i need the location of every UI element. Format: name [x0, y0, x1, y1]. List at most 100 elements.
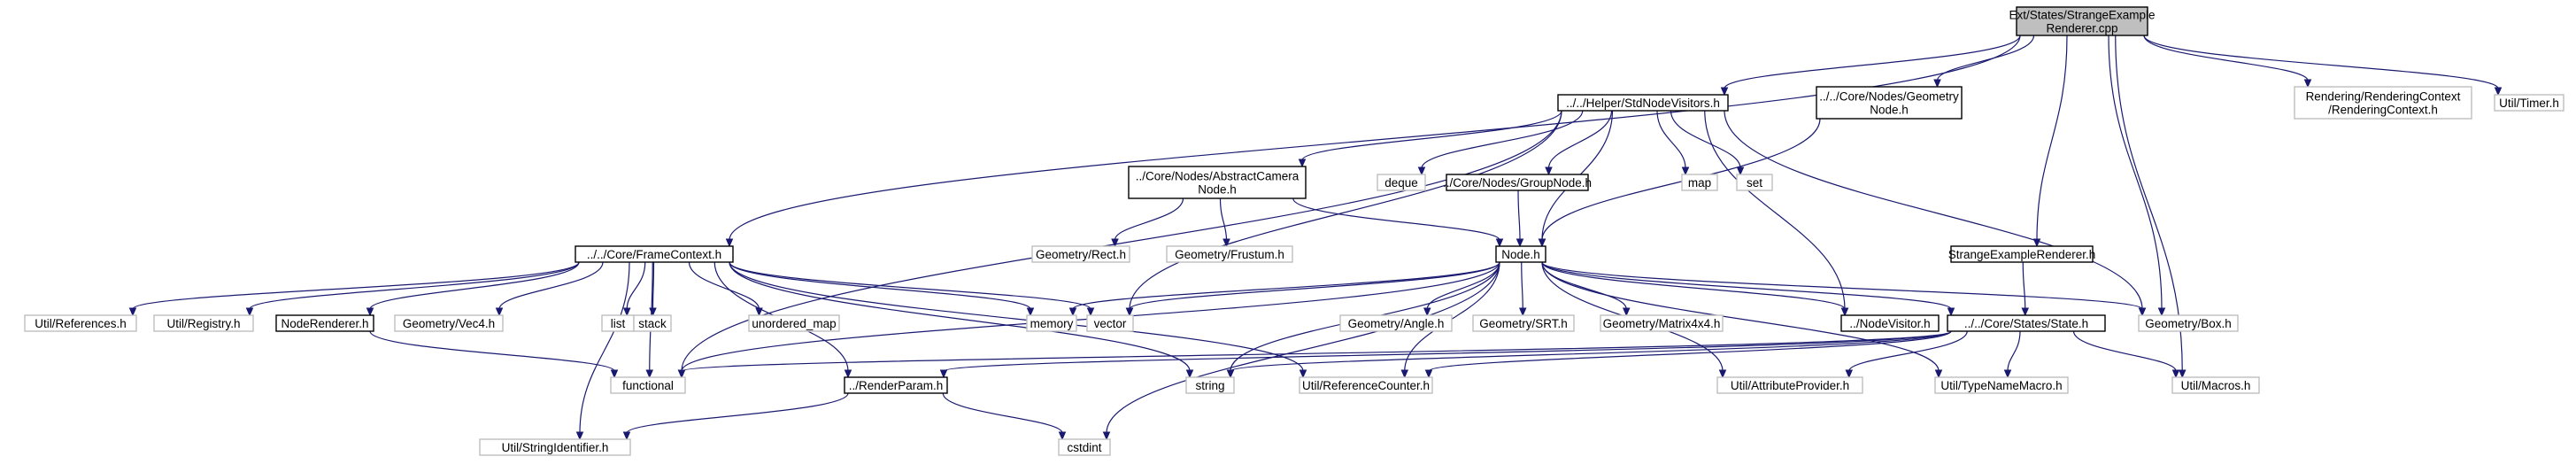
- node-box: [1557, 94, 1729, 112]
- node-label: Geometry/Box.h: [2145, 317, 2232, 330]
- edge-framecontext-to-noderenderer: [369, 261, 580, 310]
- node-box: [1495, 245, 1546, 263]
- node-label: Geometry/Rect.h: [1036, 248, 1126, 261]
- node-label: stack: [638, 317, 667, 330]
- edge-stdnodevisitors-to-abstractcamera: [1301, 110, 1562, 161]
- node-label: Node.h: [1870, 104, 1909, 117]
- node-angle[interactable]: Geometry/Angle.h: [1339, 314, 1453, 332]
- node-box: [1947, 314, 2106, 332]
- edge-state-to-string: [1230, 330, 1952, 372]
- node-functional[interactable]: functional: [610, 376, 686, 394]
- edge-stdnodevisitors-to-map: [1656, 110, 1686, 169]
- node-root[interactable]: Ext/States/StrangeExampleRenderer.cpp: [2009, 6, 2156, 36]
- node-label: Util/AttributeProvider.h: [1731, 379, 1849, 392]
- arrowhead-root-to-geometrynode: [1933, 79, 1941, 89]
- node-box: [610, 376, 686, 394]
- node-attrprovider[interactable]: Util/AttributeProvider.h: [1716, 376, 1863, 394]
- node-label: set: [1747, 176, 1762, 190]
- node-state[interactable]: ../../Core/States/State.h: [1947, 314, 2106, 332]
- edge-root-to-timer: [2143, 35, 2499, 89]
- edge-abstractcamera-to-node: [1292, 197, 1500, 241]
- arrowhead-state-to-typenamemacro: [2003, 369, 2012, 379]
- node-timer[interactable]: Util/Timer.h: [2494, 94, 2564, 112]
- node-cstdint[interactable]: cstdint: [1058, 438, 1111, 456]
- node-label: unordered_map: [752, 317, 836, 330]
- node-stringid[interactable]: Util/StringIdentifier.h: [479, 438, 631, 456]
- edge-stdnodevisitors-to-nodevisitor: [1704, 110, 1846, 310]
- node-vec4[interactable]: Geometry/Vec4.h: [394, 314, 504, 332]
- node-node[interactable]: Node.h: [1495, 245, 1546, 263]
- edge-root-to-box: [2108, 35, 2163, 310]
- node-label: StrangeExampleRenderer.h: [1948, 248, 2096, 261]
- node-label: ../../Core/FrameContext.h: [587, 248, 721, 261]
- arrowhead-state-to-string: [1226, 369, 1235, 379]
- arrowhead-renderparam-to-cstdint: [1058, 431, 1067, 441]
- node-label: Geometry/Angle.h: [1348, 317, 1445, 330]
- node-box: [1472, 314, 1575, 332]
- arrowhead-node-to-angle: [1423, 307, 1431, 317]
- node-list[interactable]: list: [601, 314, 635, 332]
- node-label: Geometry/Matrix4x4.h: [1603, 317, 1721, 330]
- node-label: Util/Macros.h: [2181, 379, 2251, 392]
- arrowhead-noderenderer-to-functional: [610, 369, 619, 379]
- node-groupnode[interactable]: ../Core/Nodes/GroupNode.h: [1443, 174, 1592, 191]
- edge-abstractcamera-to-rect: [1114, 197, 1184, 241]
- node-rect[interactable]: Geometry/Rect.h: [1031, 245, 1130, 263]
- node-stdnodevisitors[interactable]: ../../Helper/StdNodeVisitors.h: [1557, 94, 1729, 112]
- node-matrix[interactable]: Geometry/Matrix4x4.h: [1600, 314, 1724, 332]
- node-srt[interactable]: Geometry/SRT.h: [1472, 314, 1575, 332]
- node-frustum[interactable]: Geometry/Frustum.h: [1166, 245, 1293, 263]
- node-box: [2138, 314, 2239, 332]
- node-unorderedmap[interactable]: unordered_map: [748, 314, 840, 332]
- node-renderingcontext[interactable]: Rendering/RenderingContext/RenderingCont…: [2294, 86, 2472, 120]
- node-box[interactable]: Geometry/Box.h: [2138, 314, 2239, 332]
- node-map[interactable]: map: [1681, 174, 1718, 191]
- node-box: [1185, 376, 1235, 394]
- node-box: [1031, 245, 1130, 263]
- node-refcounter[interactable]: Util/ReferenceCounter.h: [1299, 376, 1433, 394]
- node-deque[interactable]: deque: [1377, 174, 1426, 191]
- node-noderenderer[interactable]: NodeRenderer.h: [275, 314, 374, 332]
- node-label: ../Core/Nodes/AbstractCamera: [1136, 170, 1300, 183]
- node-strangerenderer[interactable]: StrangeExampleRenderer.h: [1948, 245, 2096, 263]
- node-stack[interactable]: stack: [633, 314, 672, 332]
- edge-state-to-attrprovider: [1848, 330, 1968, 372]
- node-renderparam[interactable]: ../RenderParam.h: [844, 376, 948, 394]
- node-string[interactable]: string: [1185, 376, 1235, 394]
- edge-framecontext-to-unorderedmap: [688, 261, 760, 310]
- edge-abstractcamera-to-frustum: [1219, 197, 1228, 241]
- edge-framecontext-to-list: [626, 261, 646, 310]
- node-references[interactable]: Util/References.h: [24, 314, 137, 332]
- arrowhead-root-to-framecontext: [725, 238, 734, 248]
- edge-renderparam-to-cstdint: [942, 392, 1063, 434]
- node-box: [633, 314, 672, 332]
- arrowhead-strangerenderer-to-state: [2021, 307, 2030, 317]
- node-nodevisitor[interactable]: ../NodeVisitor.h: [1840, 314, 1940, 332]
- arrowhead-abstractcamera-to-node: [1495, 238, 1504, 248]
- node-set[interactable]: set: [1736, 174, 1773, 191]
- node-memory[interactable]: memory: [1026, 314, 1077, 332]
- node-registry[interactable]: Util/Registry.h: [153, 314, 254, 332]
- edge-root-to-geometrynode: [1936, 35, 2035, 81]
- arrowhead-node-to-typenamemacro: [1934, 369, 1943, 379]
- node-box: [2494, 94, 2564, 112]
- node-typenamemacro[interactable]: Util/TypeNameMacro.h: [1934, 376, 2069, 394]
- arrowhead-node-to-state: [1947, 307, 1955, 317]
- edge-framecontext-to-memory: [729, 261, 1031, 310]
- node-macros[interactable]: Util/Macros.h: [2171, 376, 2260, 394]
- arrowhead-framecontext-to-stringid: [575, 431, 584, 441]
- node-box: [153, 314, 254, 332]
- arrowhead-root-to-box: [2157, 307, 2166, 317]
- node-framecontext[interactable]: ../../Core/FrameContext.h: [575, 245, 734, 263]
- edge-framecontext-to-vec4: [498, 261, 604, 310]
- arrowhead-node-to-refcounter: [1400, 369, 1409, 379]
- edge-node-to-nodevisitor: [1541, 261, 1846, 310]
- node-vector[interactable]: vector: [1086, 314, 1134, 332]
- node-box: [1934, 376, 2069, 394]
- arrowhead-stdnodevisitors-to-set: [1736, 166, 1745, 176]
- arrowhead-framecontext-to-functional: [645, 369, 654, 379]
- node-label: Node.h: [1501, 248, 1540, 261]
- edge-state-to-renderparam: [943, 330, 1952, 372]
